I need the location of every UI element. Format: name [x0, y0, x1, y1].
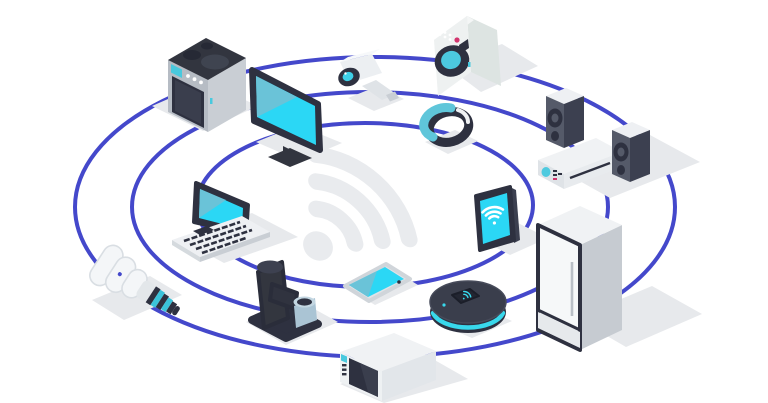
stove-knob-3 [199, 80, 203, 85]
receiver-button-4 [553, 178, 557, 180]
camera-mount [386, 91, 399, 102]
device-laptop [172, 181, 298, 263]
device-smartwatch [419, 103, 478, 154]
speaker-left-top [546, 88, 584, 104]
fridge-divider [537, 308, 581, 332]
microwave-top-face [340, 333, 436, 371]
tv-stand-base [268, 148, 312, 167]
washer-button-1 [438, 28, 442, 32]
speaker-left-side [564, 96, 584, 148]
bulb-shadow [92, 276, 182, 320]
receiver-front-left [538, 160, 564, 189]
bulb-neck [136, 280, 155, 301]
laptop-base-side [200, 232, 270, 262]
device-light-bulb [89, 244, 182, 320]
vacuum-top-rim [429, 280, 507, 324]
device-refrigerator [536, 206, 702, 352]
coffee-cup-inside [297, 298, 312, 306]
microwave-button-3 [342, 373, 347, 376]
microwave-side-face [382, 351, 436, 401]
bulb-thread-5 [166, 301, 178, 315]
phone-home-button [397, 280, 401, 284]
washer-button-6 [448, 38, 452, 41]
bulb-thread-2 [150, 289, 165, 308]
microwave-button-2 [342, 368, 347, 371]
bulb-thread-3 [155, 293, 170, 311]
device-smartphone [343, 262, 418, 305]
receiver-button-1 [553, 170, 557, 172]
washer-button-2 [443, 31, 447, 34]
wifi-arc-1 [308, 200, 364, 252]
washer-button-3 [448, 33, 452, 37]
bulb-tip [172, 306, 180, 316]
receiver-knob [541, 167, 551, 177]
receiver-top [538, 138, 622, 174]
stove-knob-1 [186, 74, 190, 78]
microwave-display [341, 354, 347, 363]
microwave-door-sheen [360, 363, 378, 397]
device-coffee-maker [246, 260, 338, 345]
washer-button-4 [438, 33, 442, 36]
stove-side-led [210, 98, 213, 104]
camera-body-top [340, 49, 380, 62]
wifi-signal-icon [303, 146, 418, 261]
watch-band-teal [419, 103, 456, 142]
camera-lens-glint [344, 72, 347, 75]
laptop-screen-sheen [199, 189, 226, 218]
device-washing-machine [434, 16, 538, 96]
bulb-led-dot [117, 272, 122, 277]
washer-knob [454, 37, 460, 43]
device-microwave [340, 333, 468, 403]
tablet-wifi-icon [481, 205, 505, 225]
speaker-left-woofer-core [551, 113, 559, 123]
washer-side-led [468, 62, 471, 67]
laptop-keyboard [183, 220, 253, 255]
wifi-dot [303, 231, 333, 261]
receiver-slot [569, 161, 611, 180]
device-tablet [474, 185, 548, 255]
vacuum-glow-ring [430, 310, 506, 330]
vacuum-top-disc [430, 281, 506, 323]
receiver-button-3 [558, 173, 562, 175]
speaker-right-top [612, 122, 650, 138]
stove-oven-glass [175, 80, 201, 124]
fridge-side-face [580, 225, 622, 350]
receiver-button-2 [553, 174, 557, 176]
fridge-freezer-drawer [538, 312, 580, 348]
microwave-button-1 [342, 364, 347, 367]
device-tv-monitor [249, 67, 342, 167]
speaker-right-woofer-core [617, 147, 625, 157]
phone-screen-sheen [349, 271, 377, 297]
tv-screen-sheen [256, 76, 297, 117]
device-robot-vacuum [429, 280, 512, 338]
stove-display [171, 64, 182, 78]
device-security-camera [338, 49, 404, 111]
washer-button-5 [443, 35, 447, 39]
device-kitchen-stove [152, 38, 258, 132]
stove-knob-2 [192, 77, 197, 82]
tablet-screen [480, 193, 510, 244]
stove-burner-small [201, 42, 213, 50]
coffee-tower-top [257, 260, 283, 274]
bulb-thread-4 [160, 297, 174, 313]
laptop-base-front [172, 240, 200, 262]
speaker-left-tweeter [551, 131, 559, 141]
vacuum-power-led [442, 303, 446, 307]
speaker-right-side [630, 130, 650, 182]
bulb-thread-1 [145, 286, 161, 306]
vacuum-wifi-icon [462, 290, 472, 300]
wifi-arc-3 [307, 146, 418, 248]
stove-right-face [208, 58, 246, 132]
device-stereo-system [538, 88, 700, 198]
washer-door-glass [441, 50, 461, 70]
speaker-right-tweeter [617, 165, 625, 175]
watch-band-highlight [456, 108, 470, 124]
laptop-vent [193, 226, 214, 235]
washer-side-face [467, 16, 501, 86]
washer-display [459, 39, 469, 54]
wifi-arc-2 [308, 173, 391, 249]
fridge-top-face [538, 206, 622, 245]
stove-burner-medium [183, 50, 201, 60]
stove-burner-large [201, 54, 229, 70]
